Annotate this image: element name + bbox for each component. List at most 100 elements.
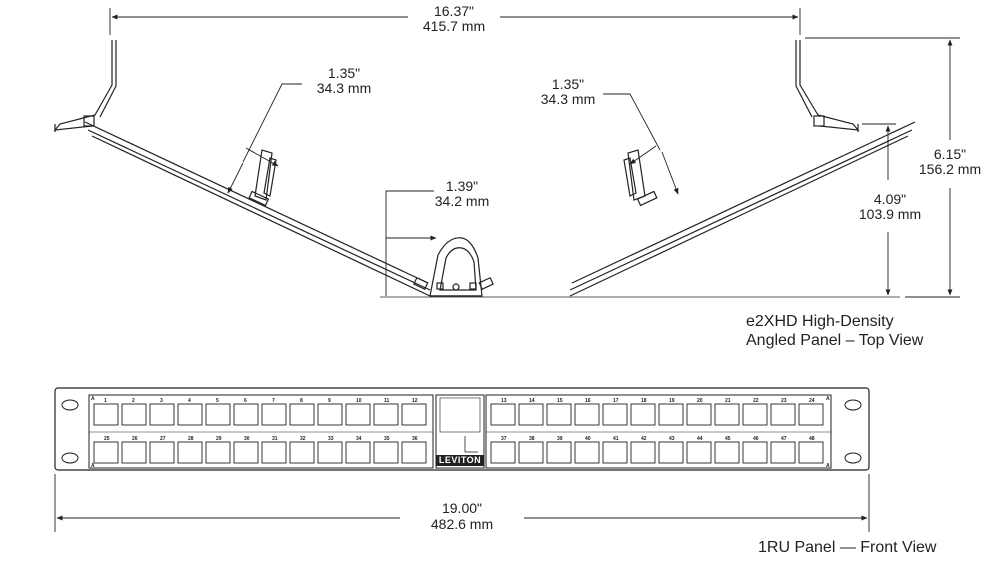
port-jack (490, 403, 516, 426)
port-jack (742, 403, 768, 426)
port-number: 9 (328, 398, 331, 404)
corner-mark: A (826, 463, 830, 469)
port-jack (121, 403, 147, 426)
port-jack (658, 403, 684, 426)
port-number: 24 (809, 398, 815, 404)
front-dimension (54, 474, 870, 532)
port-jack (177, 441, 203, 464)
port-jack (742, 441, 768, 464)
mount-hole-icon (844, 399, 862, 411)
port-number: 2 (132, 398, 135, 404)
port-number: 13 (501, 398, 507, 404)
port-slot: 45 (714, 436, 740, 464)
port-slot: 25 (93, 436, 119, 464)
port-jack (602, 403, 628, 426)
left-depth-dim-mm: 34.3 mm (317, 80, 371, 96)
port-number: 14 (529, 398, 535, 404)
mount-hole-icon (61, 452, 79, 464)
port-number: 18 (641, 398, 647, 404)
top-dimension-labels: 16.37" 415.7 mm 1.35" 34.3 mm 1.35" 34.3… (317, 3, 981, 349)
port-jack (93, 403, 119, 426)
port-slot: 31 (261, 436, 287, 464)
port-jack (686, 441, 712, 464)
port-number: 33 (328, 436, 334, 442)
port-jack (798, 403, 824, 426)
port-jack (798, 441, 824, 464)
port-slot: 33 (317, 436, 343, 464)
port-jack (518, 403, 544, 426)
port-number: 28 (188, 436, 194, 442)
port-number: 19 (669, 398, 675, 404)
port-jack (546, 403, 572, 426)
port-jack (373, 403, 399, 426)
port-number: 21 (725, 398, 731, 404)
port-jack (233, 403, 259, 426)
port-slot: 2 (121, 398, 147, 426)
right-depth-dim-mm: 34.3 mm (541, 91, 595, 107)
port-number: 39 (557, 436, 563, 442)
port-jack (373, 441, 399, 464)
port-jack (345, 403, 371, 426)
port-number: 15 (557, 398, 563, 404)
brand-plate (436, 455, 484, 466)
port-number: 42 (641, 436, 647, 442)
port-jack (401, 403, 427, 426)
corner-mark: A (91, 463, 95, 469)
port-number: 47 (781, 436, 787, 442)
port-slot: 21 (714, 398, 740, 426)
port-slot: 9 (317, 398, 343, 426)
port-slot: 13 (490, 398, 516, 426)
port-jack (121, 441, 147, 464)
port-jack (289, 403, 315, 426)
mount-hole-icon (61, 399, 79, 411)
port-number: 3 (160, 398, 163, 404)
center-dim-in: 1.39" (446, 178, 478, 194)
center-dim-mm: 34.2 mm (435, 193, 489, 209)
port-jack (345, 441, 371, 464)
port-number: 44 (697, 436, 703, 442)
port-number: 45 (725, 436, 731, 442)
top-dimensions (109, 8, 960, 298)
port-jack (630, 403, 656, 426)
port-slot: 17 (602, 398, 628, 426)
port-slot: 42 (630, 436, 656, 464)
port-slot: 16 (574, 398, 600, 426)
port-jack (686, 403, 712, 426)
port-number: 1 (104, 398, 107, 404)
width-dim-in: 16.37" (434, 3, 474, 19)
port-slot: 29 (205, 436, 231, 464)
center-cable-manager (429, 237, 483, 297)
port-jack (233, 441, 259, 464)
port-slot: 40 (574, 436, 600, 464)
port-number: 17 (613, 398, 619, 404)
brand-label: LEVITON (439, 455, 481, 465)
port-jack (149, 441, 175, 464)
port-number: 38 (529, 436, 535, 442)
port-slot: 23 (770, 398, 796, 426)
port-slot: 46 (742, 436, 768, 464)
port-slot: 35 (373, 436, 399, 464)
port-number: 4 (188, 398, 191, 404)
top-view-caption-line2: Angled Panel – Top View (746, 332, 924, 349)
port-number: 11 (384, 398, 390, 404)
port-jack (770, 403, 796, 426)
right-panel-wing (478, 40, 916, 297)
height-outer-dim-in: 6.15" (934, 146, 966, 162)
port-number: 10 (356, 398, 362, 404)
port-slot: 27 (149, 436, 175, 464)
port-slot: 7 (261, 398, 287, 426)
front-width-dim-mm: 482.6 mm (431, 516, 493, 532)
port-jack (518, 441, 544, 464)
port-number: 23 (781, 398, 787, 404)
port-number: 16 (585, 398, 591, 404)
port-jack (177, 403, 203, 426)
port-jack (317, 403, 343, 426)
port-number: 36 (412, 436, 418, 442)
left-panel-wing (53, 40, 431, 297)
port-slot: 24 (798, 398, 824, 426)
port-number: 5 (216, 398, 219, 404)
port-jack (658, 441, 684, 464)
